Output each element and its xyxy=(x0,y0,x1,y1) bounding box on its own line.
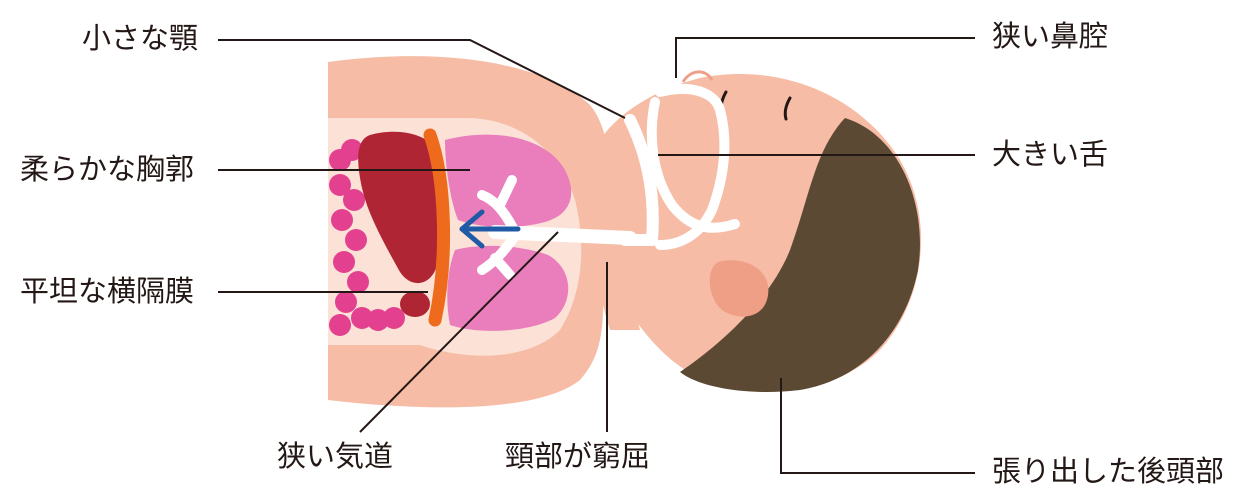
leader-narrow-nasal-cavity xyxy=(676,38,975,78)
label-large-tongue: 大きい舌 xyxy=(992,140,1108,169)
stomach xyxy=(400,291,430,317)
intestine-loop xyxy=(343,189,365,211)
intestine-loop xyxy=(329,314,351,336)
intestine-loop xyxy=(347,271,369,293)
intestine-loop xyxy=(383,307,405,329)
intestine-loop xyxy=(335,291,357,313)
label-flat-diaphragm: 平坦な横隔膜 xyxy=(20,277,194,306)
intestine-loop xyxy=(333,251,355,273)
leader-prominent-occiput xyxy=(781,378,975,473)
label-narrow-nasal-cavity: 狭い鼻腔 xyxy=(992,22,1108,51)
label-narrow-airway: 狭い気道 xyxy=(277,442,393,471)
label-small-jaw: 小さな顎 xyxy=(82,24,198,53)
label-soft-chest: 柔らかな胸郭 xyxy=(20,155,194,184)
label-prominent-occiput: 張り出した後頭部 xyxy=(992,457,1224,486)
label-neck-flexion: 頸部が窮屈 xyxy=(505,442,650,471)
intestine-loop xyxy=(345,229,367,251)
head xyxy=(596,72,921,392)
lung-lower xyxy=(447,246,568,331)
intestine-loop xyxy=(331,209,353,231)
